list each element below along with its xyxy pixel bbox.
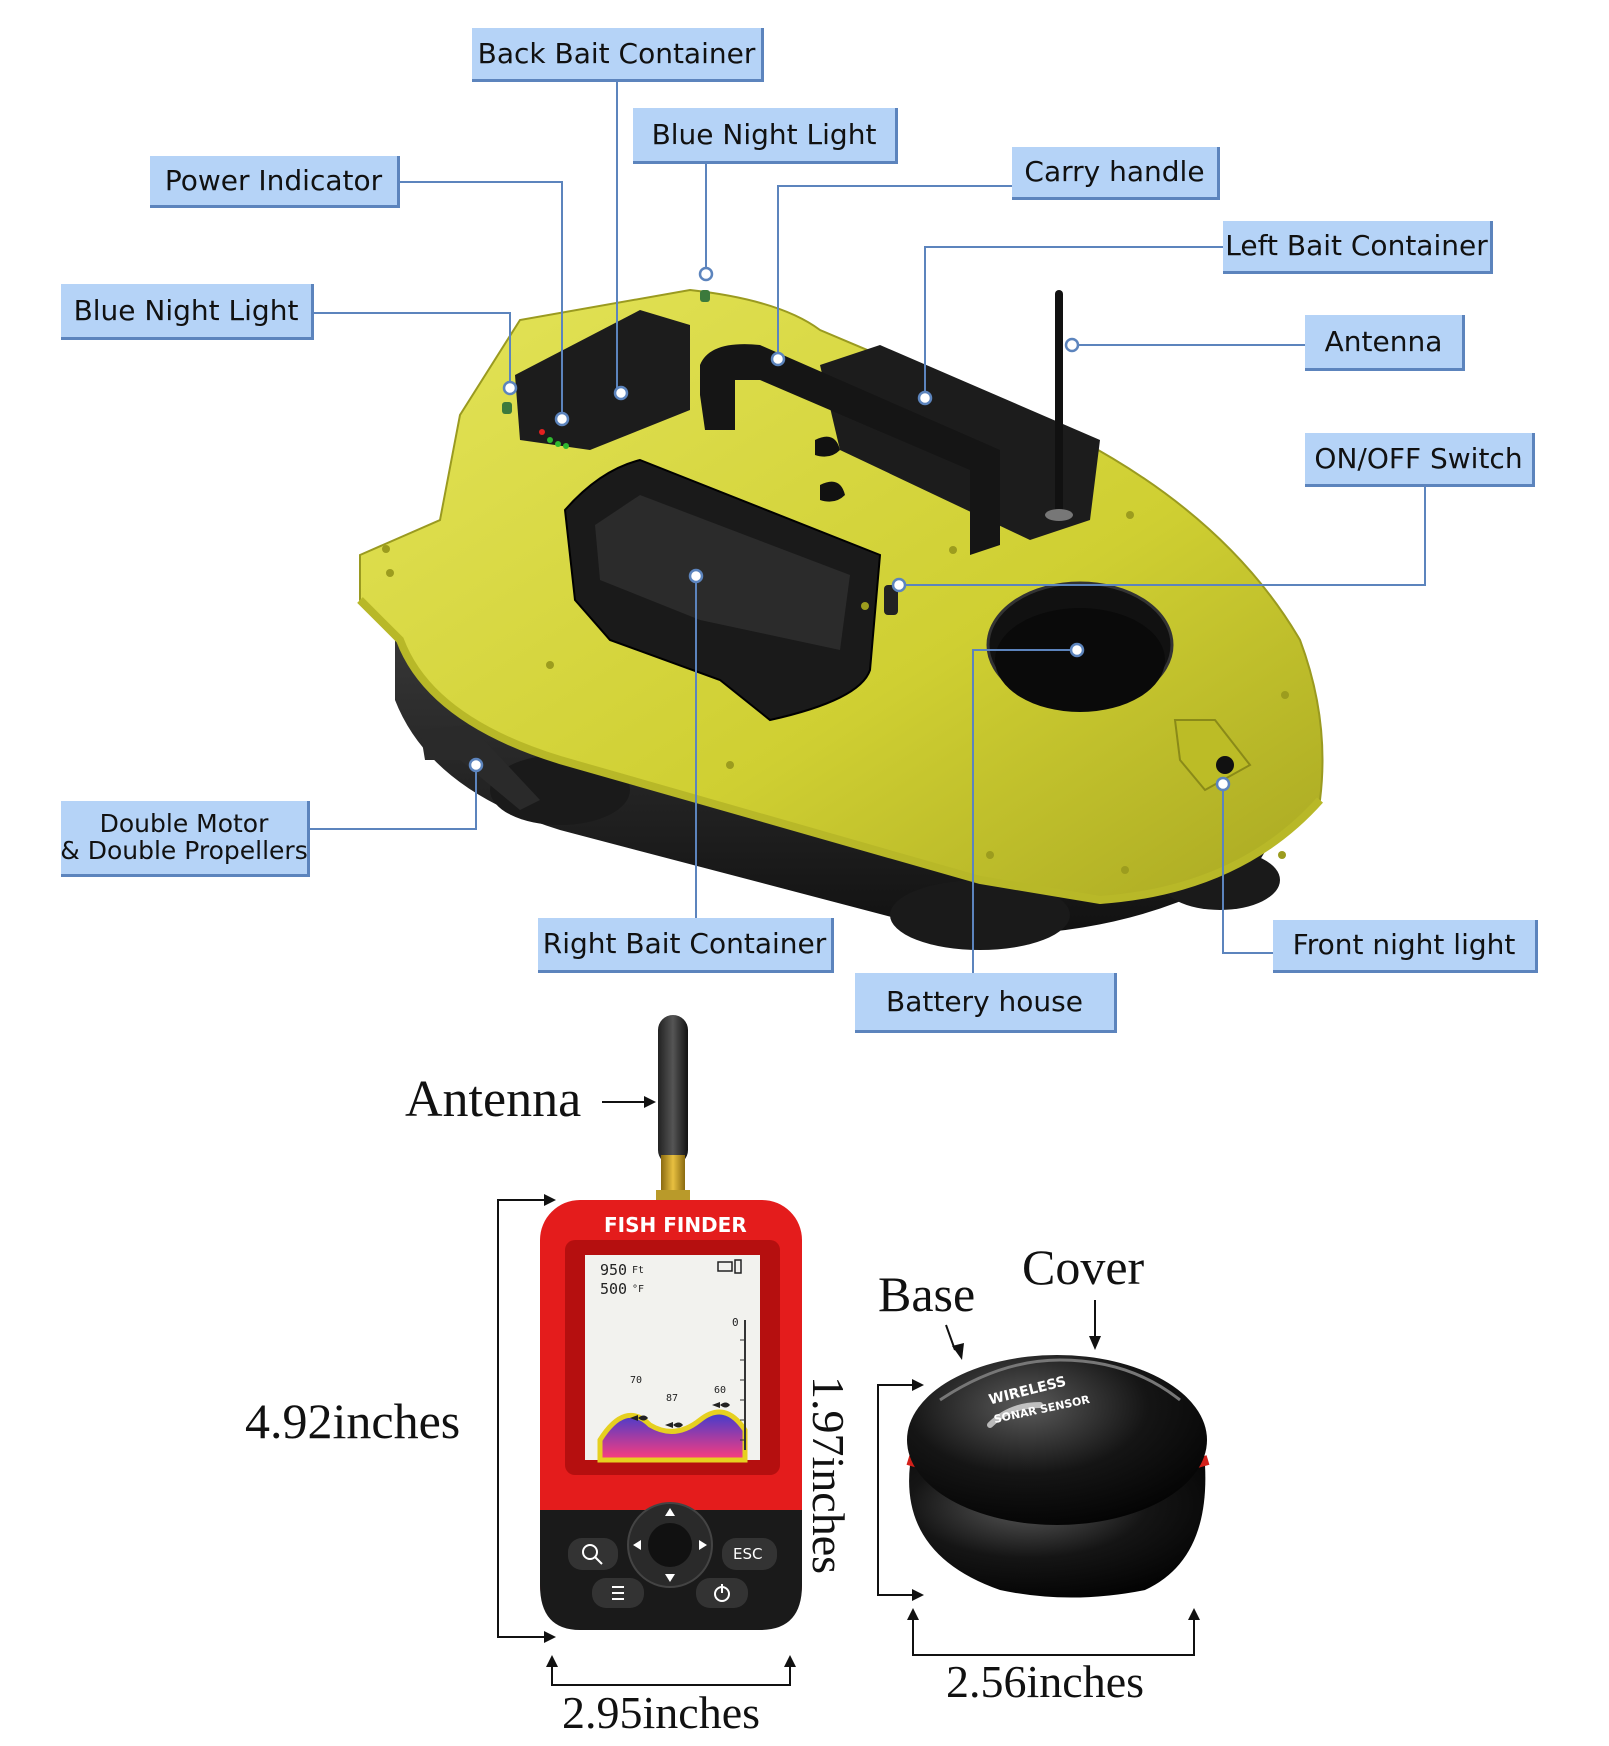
leader-dots bbox=[468, 266, 1231, 792]
callout-double-motor-line1: Double Motor bbox=[99, 809, 269, 839]
front-light-housing bbox=[1173, 719, 1252, 792]
battery-icon bbox=[717, 1261, 733, 1272]
sonar-cover-top bbox=[939, 1358, 1181, 1402]
lcd-temp-unit: °F bbox=[632, 1284, 645, 1295]
callout-left-bait-container: Left Bait Container bbox=[1223, 221, 1493, 274]
fish-finder-brand: FISH FINDER bbox=[604, 1213, 747, 1237]
sonar-cover bbox=[907, 1355, 1207, 1525]
power-led-green-3 bbox=[563, 443, 569, 449]
callout-on-off-switch: ON/OFF Switch bbox=[1305, 433, 1535, 487]
fish-finder-antenna-label: Antenna bbox=[405, 1071, 582, 1128]
fish-finder-antenna bbox=[658, 1015, 688, 1165]
carry-handle bbox=[700, 344, 1000, 555]
antenna-pointer-head bbox=[644, 1096, 656, 1108]
sonar-sensor bbox=[906, 1355, 1210, 1598]
fish-finder-unit bbox=[540, 1015, 802, 1630]
dpad-arrows bbox=[633, 1508, 707, 1582]
callout-back-bait-container: Back Bait Container bbox=[472, 28, 764, 82]
dimension-arrowheads-sonar bbox=[907, 1379, 1200, 1620]
callout-double-motor-line2: & Double Propellers bbox=[60, 835, 308, 865]
callout-blue-night-light-top: Blue Night Light bbox=[633, 108, 898, 164]
zoom-icon bbox=[582, 1544, 598, 1560]
night-light-top bbox=[700, 290, 710, 302]
callout-right-bait-container: Right Bait Container bbox=[538, 918, 834, 973]
lcd-temp-value: 500 bbox=[600, 1280, 628, 1298]
menu-icon bbox=[612, 1586, 624, 1600]
callout-battery-house: Battery house bbox=[855, 973, 1117, 1033]
battery-house-lid-shadow bbox=[995, 608, 1165, 712]
sonar-cover-label: Cover bbox=[1022, 1239, 1145, 1295]
deck-knob-1 bbox=[815, 436, 840, 457]
esc-button-label: ESC bbox=[733, 1545, 763, 1563]
lcd-fish-label-3: 60 bbox=[714, 1385, 727, 1396]
sonar-base-label: Base bbox=[878, 1266, 976, 1322]
sonar-bottom-plot bbox=[597, 1409, 748, 1463]
callout-blue-night-light-left: Blue Night Light bbox=[61, 284, 314, 340]
zoom-icon-handle bbox=[594, 1556, 603, 1565]
esc-button[interactable] bbox=[722, 1538, 777, 1570]
deck-screws bbox=[382, 511, 1289, 874]
boat-antenna-base bbox=[1045, 509, 1073, 521]
leader-lines bbox=[310, 82, 1426, 973]
sonar-dimensions bbox=[877, 1384, 1195, 1656]
dimension-arrowheads-ff bbox=[544, 1194, 796, 1667]
signal-icon bbox=[734, 1259, 742, 1274]
deck-rim bbox=[357, 597, 1323, 905]
lcd-fish-label-2: 87 bbox=[666, 1393, 679, 1404]
deck-knob-2 bbox=[820, 481, 845, 502]
callout-carry-handle: Carry handle bbox=[1012, 147, 1220, 200]
front-night-light bbox=[1216, 756, 1234, 774]
fish-finder-height-label: 4.92inches bbox=[245, 1393, 461, 1449]
lcd-scale-zero: 0 bbox=[732, 1316, 739, 1329]
sonar-highlight bbox=[987, 1402, 1043, 1428]
sonar-height-label: 1.97inches bbox=[803, 1376, 854, 1575]
fish-finder-width-label: 2.95inches bbox=[562, 1687, 761, 1738]
lcd-depth-value: 950 bbox=[600, 1261, 628, 1279]
zoom-button[interactable] bbox=[568, 1538, 618, 1570]
on-off-switch-knob bbox=[884, 585, 898, 615]
sonar-width-label: 2.56inches bbox=[946, 1656, 1145, 1707]
dpad-center[interactable] bbox=[648, 1523, 692, 1567]
antenna-nut bbox=[656, 1190, 690, 1202]
right-pontoon bbox=[890, 880, 1070, 950]
lcd-depth-unit: Ft bbox=[632, 1265, 645, 1276]
bait-boat bbox=[310, 82, 1426, 973]
power-led-green-2 bbox=[555, 441, 561, 447]
base-pointer-head bbox=[952, 1343, 964, 1360]
callout-power-indicator: Power Indicator bbox=[150, 156, 400, 208]
power-led-green-1 bbox=[547, 437, 553, 443]
fish-icons bbox=[630, 1402, 730, 1428]
depth-scale-ticks bbox=[740, 1339, 745, 1441]
boat-antenna bbox=[1055, 290, 1063, 515]
night-light-left bbox=[502, 402, 512, 414]
cover-pointer-head bbox=[1089, 1336, 1101, 1350]
right-bait-inner bbox=[595, 495, 850, 650]
fish-finder-antenna-connector bbox=[661, 1155, 685, 1195]
lcd-fish-label-1: 70 bbox=[630, 1375, 643, 1386]
callout-antenna: Antenna bbox=[1305, 315, 1465, 371]
fish-finder-dimensions bbox=[497, 1199, 791, 1686]
callout-double-motor: Double Motor & Double Propellers bbox=[60, 801, 310, 877]
power-led-red bbox=[539, 429, 545, 435]
callout-front-night-light: Front night light bbox=[1273, 920, 1538, 973]
